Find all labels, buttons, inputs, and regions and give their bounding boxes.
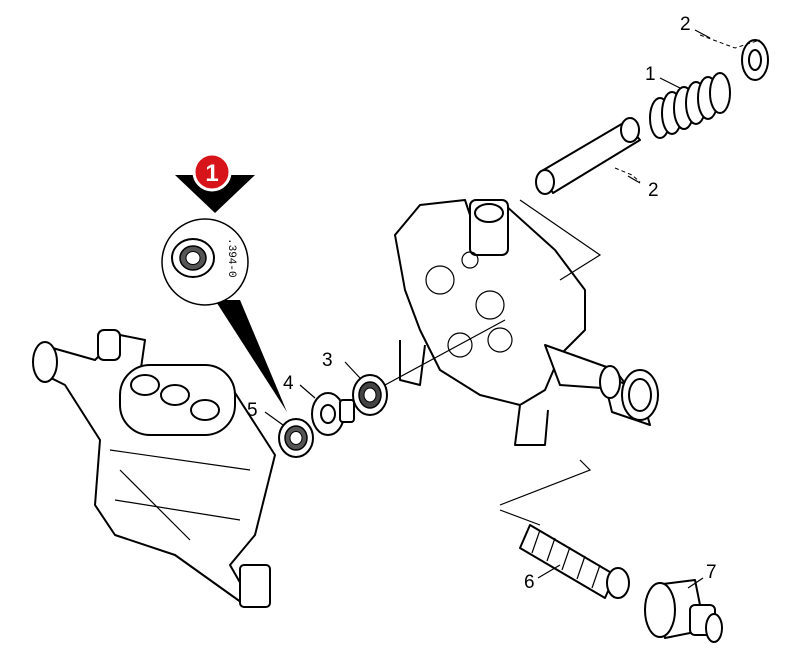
pump-housing-part (394, 199, 631, 446)
detail-code: .394-0 (225, 238, 237, 278)
leader-lines (264, 29, 711, 589)
spring-part (649, 72, 731, 139)
callout-3: 3 (322, 350, 333, 371)
callout-2-top: 2 (680, 14, 691, 35)
callout-1: 1 (645, 64, 656, 85)
connector-part (644, 579, 723, 643)
badge-arrow-icon (175, 175, 255, 213)
callout-labels: 1 2 2 3 4 5 6 7 (247, 14, 717, 593)
callout-5: 5 (247, 400, 258, 421)
threaded-pipe-part (599, 365, 659, 426)
callout-7: 7 (706, 562, 717, 583)
filter-part (519, 524, 630, 599)
cylinder-head-part (32, 329, 276, 608)
piston-rod-part (535, 117, 641, 195)
bushing-part (311, 392, 355, 436)
badge-number: 1 (205, 160, 218, 187)
callout-6: 6 (524, 572, 535, 593)
callout-2-rod: 2 (648, 180, 659, 201)
retainer-washer-part (699, 34, 769, 81)
detail-magnifier: .394-0 (161, 218, 287, 412)
seal-ring-part (352, 374, 388, 416)
callout-badge-icon (192, 152, 232, 192)
gasket-part (278, 418, 314, 458)
magnifier-pointer (215, 300, 287, 412)
callout-4: 4 (283, 373, 294, 394)
callout-badge: 1 (175, 152, 255, 213)
assembly-lines (384, 199, 602, 526)
